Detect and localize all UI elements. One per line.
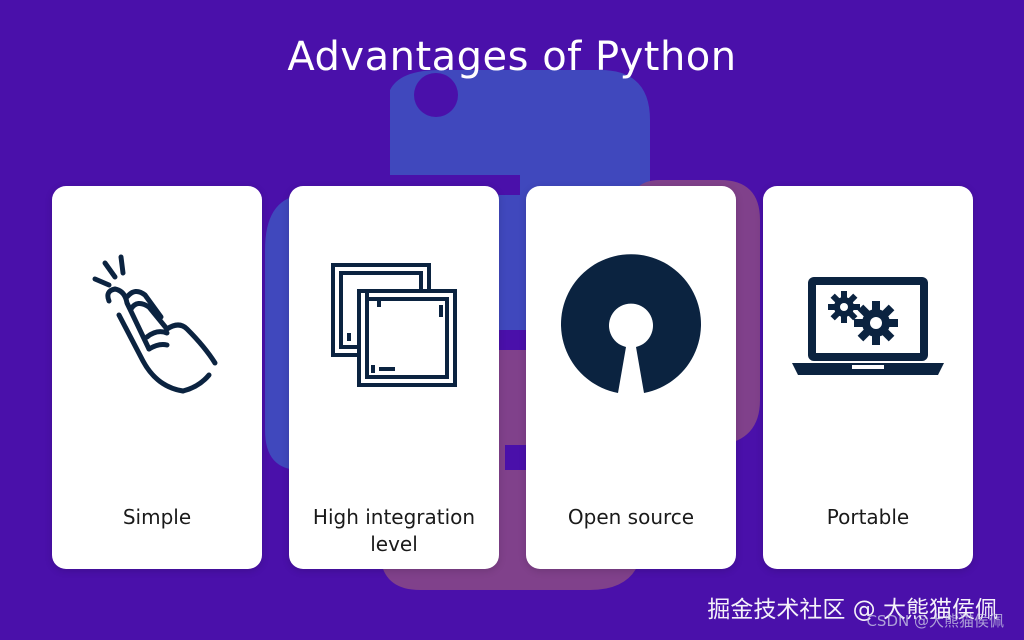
card-simple: Simple: [52, 186, 262, 569]
card-portable: Portable: [763, 186, 973, 569]
card-open-source: Open source: [526, 186, 736, 569]
watermark-juejin: 掘金技术社区 @ 大熊猫侯佩: [707, 597, 998, 623]
card-label-open-source: Open source: [567, 505, 695, 529]
card-label-portable: Portable: [826, 505, 910, 529]
laptop-gears-icon: [792, 277, 944, 375]
card-label-high-integration: High integration level: [312, 505, 476, 556]
watermark-csdn: CSDN @大熊猫侯佩: [866, 612, 1004, 630]
open-source-icon: [561, 254, 701, 393]
card-high-integration: High integration level: [289, 186, 499, 569]
page-title: Advantages of Python: [287, 34, 737, 80]
card-label-simple: Simple: [122, 505, 192, 529]
snapping-fingers-icon: [92, 254, 218, 394]
overlapping-windows-icon: [331, 263, 457, 387]
